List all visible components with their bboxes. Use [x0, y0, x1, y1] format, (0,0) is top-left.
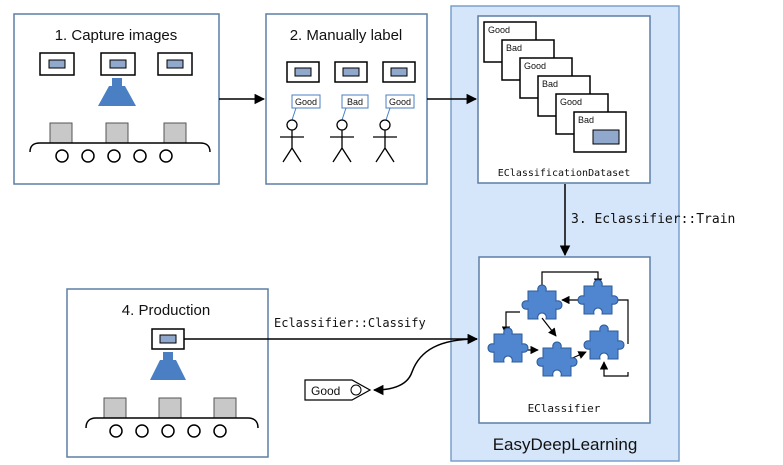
label-bubble-3: Good [385, 94, 415, 121]
classifier-name: EClassifier [528, 402, 601, 415]
dataset-image-stack: Good Bad Good Bad Good Bad [483, 21, 627, 153]
production-image-icon [151, 328, 185, 350]
conveyor-belt-icon [29, 122, 211, 163]
result-tag: Good [304, 379, 372, 401]
step-capture-title: 1. Capture images [55, 27, 178, 44]
labeled-image-icons [286, 61, 416, 83]
label-bubble-text: Good [295, 97, 317, 107]
neural-network-puzzle-icon [487, 271, 629, 377]
dataset-card-label: Bad [506, 43, 522, 53]
step-train-label: 3. Eclassifier::Train [571, 212, 735, 227]
camera-icon [98, 78, 136, 106]
dataset-card-label: Good [524, 61, 546, 71]
person-icon [280, 119, 397, 163]
capture-panel: 1. Capture images [13, 13, 220, 185]
dataset-name: EClassificationDataset [498, 168, 630, 179]
step-production-title: 4. Production [122, 302, 210, 319]
production-panel: 4. Production [66, 288, 269, 458]
container-title: EasyDeepLearning [493, 435, 638, 454]
label-bubble-2: Bad [341, 94, 369, 121]
result-arrow [372, 338, 478, 396]
camera-icon [150, 352, 186, 380]
step-label-title: 2. Manually label [290, 27, 403, 44]
classifier-panel: EClassifier [478, 256, 651, 424]
dataset-panel: Good Bad Good Bad Good Bad EClassificati… [477, 15, 651, 184]
dataset-card-label: Bad [578, 115, 594, 125]
dataset-card-label: Good [488, 25, 510, 35]
label-bubble-text: Bad [347, 97, 363, 107]
result-tag-label: Good [311, 384, 340, 398]
label-panel: 2. Manually label Good Bad Good [265, 13, 428, 185]
label-bubble-1: Good [291, 94, 321, 121]
dataset-card-label: Bad [542, 79, 558, 89]
classify-call-label: Eclassifier::Classify [274, 316, 426, 330]
conveyor-belt-icon [85, 397, 259, 438]
dataset-card-label: Good [560, 97, 582, 107]
captured-image-icons [39, 52, 193, 76]
label-bubble-text: Good [389, 97, 411, 107]
